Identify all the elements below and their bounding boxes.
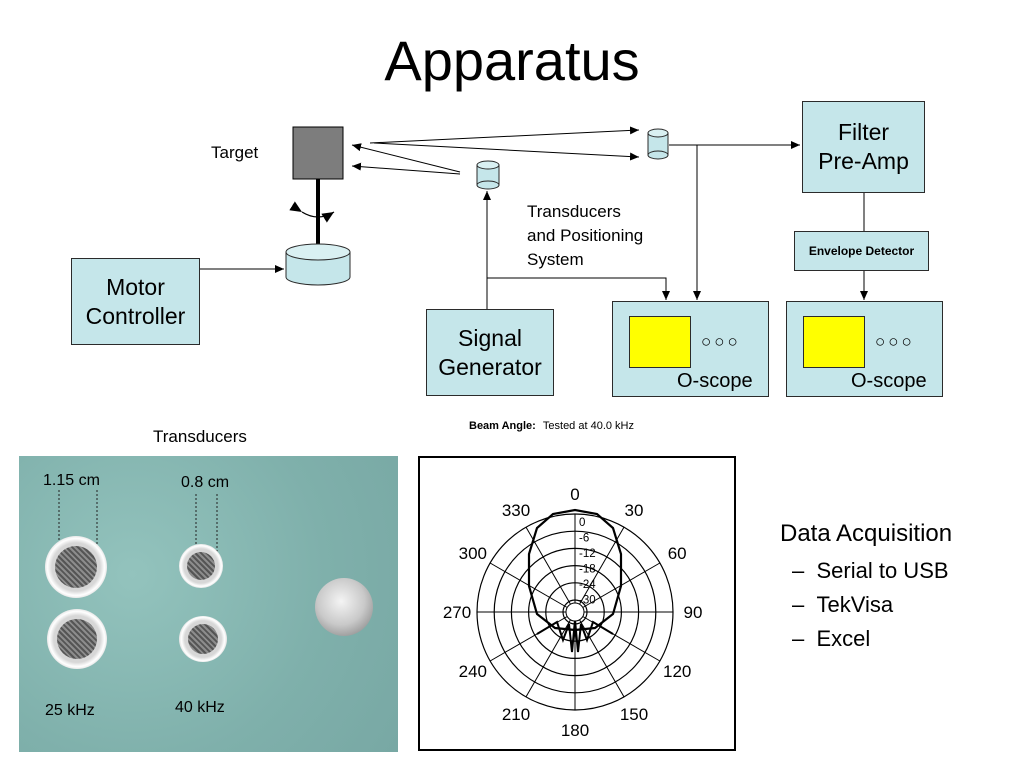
polar-spoke	[574, 526, 625, 613]
transducer-25khz-1	[45, 536, 107, 598]
rotation-arrow-icon	[289, 201, 335, 223]
polar-spoke	[525, 526, 576, 613]
page-title: Apparatus	[384, 29, 640, 92]
dime-coin	[315, 578, 373, 636]
polar-angle-label: 300	[459, 544, 487, 563]
scope-screen	[629, 316, 691, 368]
polar-angle-label: 330	[502, 501, 530, 520]
polar-center	[565, 602, 585, 622]
transmitter-transducer	[476, 160, 500, 190]
main-lobe	[527, 508, 623, 632]
envelope-detector-box: Envelope Detector	[794, 231, 929, 271]
scope-knobs-icon: ○○○	[875, 332, 915, 351]
scope-label: O-scope	[851, 370, 927, 392]
polar-angle-label: 90	[684, 603, 703, 622]
transducer-40khz-2	[179, 616, 227, 662]
transducer-40khz-1	[179, 544, 223, 588]
transducers-line-1: Transducers	[527, 202, 621, 221]
polar-db-label: -6	[579, 533, 589, 545]
list-item: – Serial to USB	[792, 558, 952, 584]
polar-spoke	[489, 562, 576, 613]
polar-angle-label: 180	[561, 721, 589, 740]
polar-spoke	[525, 611, 576, 698]
oscilloscope-2: ○○○ O-scope	[786, 301, 943, 397]
transducers-photo-caption: Transducers	[153, 427, 247, 446]
polar-plot-frame: 0 30 60 90 120 150 180 210 240 270 300 330 0 -6 -12 -18…	[418, 456, 736, 751]
beam-angle-test: Tested at 40.0 kHz	[542, 420, 634, 432]
polar-db-label: -24	[579, 579, 596, 591]
data-acquisition-heading: Data Acquisition	[780, 520, 953, 547]
polar-db-label: -18	[579, 564, 596, 576]
left-frequency-label: 25 kHz	[45, 702, 95, 719]
list-item: – Excel	[792, 626, 952, 652]
polar-angle-label: 210	[502, 705, 530, 724]
target-label: Target	[211, 143, 259, 162]
bullet-dash: –	[792, 558, 805, 583]
receiver-transducer	[647, 128, 669, 160]
transducers-photo: 1.15 cm 0.8 cm 25 kHz 40 kHz	[19, 456, 398, 752]
polar-angle-label: 150	[620, 705, 648, 724]
dimension-lines	[58, 490, 218, 556]
polar-angle-label: 0	[570, 485, 579, 504]
polar-db-label: 0	[579, 517, 585, 529]
polar-angle-label: 240	[459, 662, 487, 681]
polar-db-label: -30	[579, 595, 596, 607]
filter-preamp-box: Filter Pre-Amp	[802, 101, 925, 193]
scope-screen	[803, 316, 865, 368]
polar-angle-label: 120	[663, 662, 691, 681]
polar-spoke	[574, 611, 661, 662]
transducers-line-3: System	[527, 250, 584, 269]
bullet-dash: –	[792, 626, 805, 651]
polar-angle-label: 30	[625, 501, 644, 520]
oscilloscope-1: ○○○ O-scope	[612, 301, 769, 397]
left-dimension-label: 1.15 cm	[43, 472, 100, 489]
polar-angle-label: 60	[668, 544, 687, 563]
list-item-text: Serial to USB	[816, 558, 949, 583]
polar-spoke	[574, 562, 661, 613]
list-item-text: Excel	[816, 626, 871, 651]
list-item-text: TekVisa	[816, 592, 894, 617]
transducer-25khz-2	[47, 609, 107, 669]
block-diagram	[200, 126, 868, 309]
scope-label: O-scope	[677, 370, 753, 392]
bullet-dash: –	[792, 592, 805, 617]
target-block	[292, 126, 344, 180]
signal-generator-box: Signal Generator	[426, 309, 554, 396]
beam-angle-header: Beam Angle: Tested at 40.0 kHz	[469, 420, 634, 432]
transducers-system-label: Transducers and Positioning System	[527, 200, 643, 272]
right-dimension-label: 0.8 cm	[181, 474, 230, 491]
polar-db-label: -12	[579, 548, 596, 560]
polar-angle-label: 270	[443, 603, 471, 622]
data-acquisition-list: Data Acquisition – Serial to USB – TekVi…	[780, 520, 952, 660]
motor-controller-box: Motor Controller	[71, 258, 200, 345]
scope-knobs-icon: ○○○	[701, 332, 741, 351]
polar-spoke	[574, 611, 625, 698]
beam-angle-bold: Beam Angle:	[469, 420, 536, 432]
list-item: – TekVisa	[792, 592, 952, 618]
transducers-line-2: and Positioning	[527, 226, 644, 245]
polar-spoke	[489, 611, 576, 662]
polar-plot: 0 30 60 90 120 150 180 210 240 270 300 330 0 -6 -12 -18…	[443, 485, 703, 740]
right-frequency-label: 40 kHz	[175, 699, 225, 716]
motor-cylinder	[285, 243, 351, 261]
